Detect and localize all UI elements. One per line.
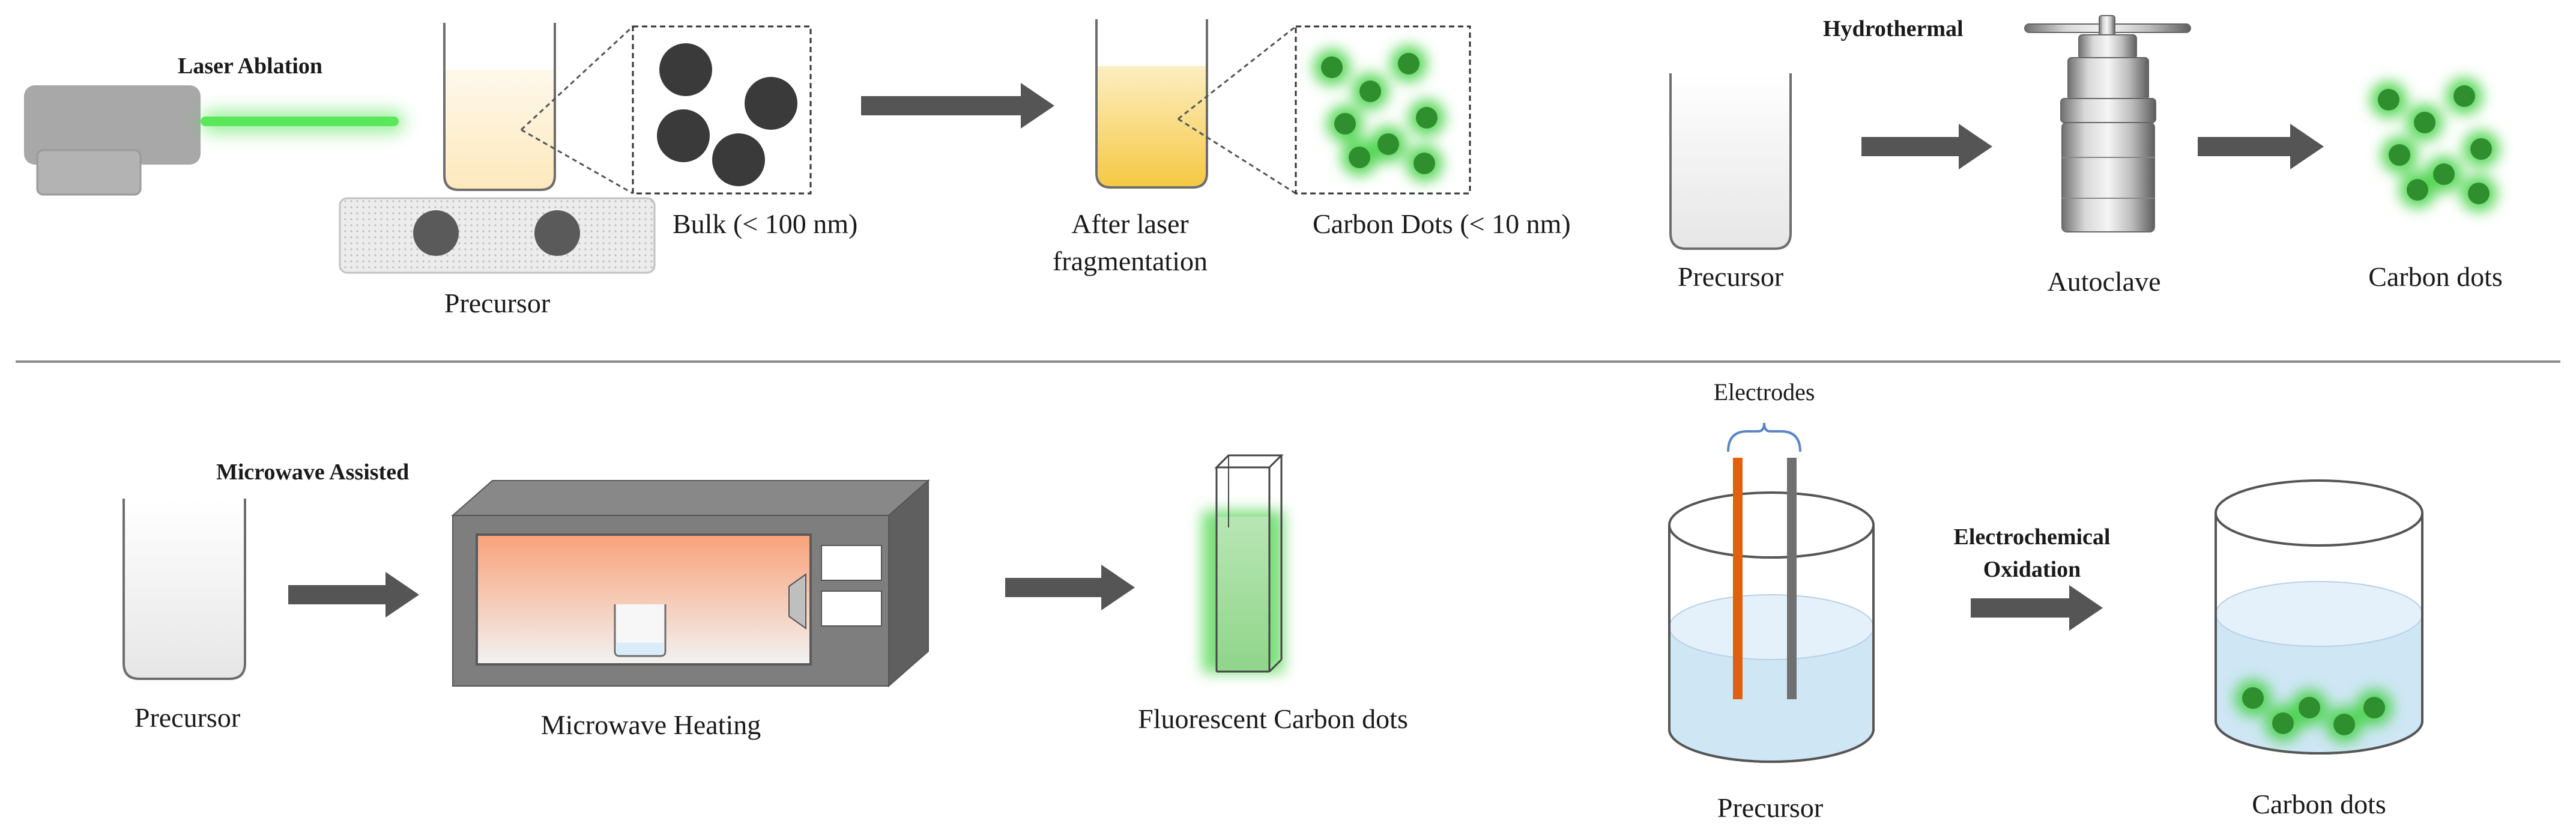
microwave-panel: Microwave Assisted Precursor Microwave H… — [122, 454, 1408, 740]
carbon-dot — [2299, 697, 2320, 718]
substrate-particle — [413, 210, 459, 256]
hydro-precursor-beaker — [1669, 73, 1792, 250]
electro-carbon-dots-label: Carbon dots — [2252, 789, 2386, 819]
micro-precursor-beaker — [122, 499, 246, 680]
fluorescent-carbon-dots-label: Fluorescent Carbon dots — [1138, 703, 1408, 734]
carbon-dot — [1334, 113, 1356, 135]
laser-beam — [201, 111, 405, 133]
carbon-dot — [2470, 138, 2492, 160]
hydro-precursor-label: Precursor — [1678, 261, 1783, 292]
microwave-heating-label: Microwave Heating — [541, 709, 761, 740]
laser-ablation-panel: Laser Ablation Bulk (< 100 nm) Precursor — [24, 19, 1571, 318]
carbon-dot — [1321, 56, 1343, 78]
anode-electrode — [1733, 458, 1743, 699]
arrow-laser-fragmentation — [861, 83, 1054, 129]
laser-carbon-dots-label: Carbon Dots (< 10 nm) — [1313, 208, 1571, 239]
substrate-particle — [534, 210, 580, 256]
autoclave-label: Autoclave — [2047, 266, 2160, 297]
laser-ablation-title: Laser Ablation — [178, 53, 322, 79]
electro-carbon-dots — [2235, 680, 2392, 742]
micro-precursor-label: Precursor — [135, 702, 240, 733]
bulk-particle — [712, 133, 765, 186]
electrolysis-cell — [1668, 491, 1875, 763]
carbon-dot — [2468, 183, 2490, 204]
microwave-control-button — [821, 591, 882, 627]
microwave-title: Microwave Assisted — [216, 460, 409, 485]
autoclave-icon — [2024, 15, 2191, 232]
carbon-dot — [2433, 163, 2455, 185]
electrodes-label: Electrodes — [1714, 378, 1815, 405]
carbon-dot — [1416, 107, 1438, 129]
laser-device — [24, 85, 201, 196]
carbon-dot — [2407, 179, 2428, 201]
carbon-dot — [2454, 85, 2475, 107]
carbon-dot — [2242, 687, 2264, 709]
bulk-particle — [659, 43, 712, 96]
laser-precursor-label: Precursor — [444, 288, 550, 318]
arrow-to-fluorescent — [1005, 565, 1135, 610]
carbon-dot — [2414, 112, 2435, 133]
carbon-dot — [1359, 80, 1381, 102]
bulk-particle — [745, 77, 797, 130]
carbon-dots-zoom-box — [1295, 25, 1471, 195]
hydro-carbon-dots — [2371, 78, 2499, 211]
carbon-dot — [2389, 144, 2410, 166]
bulk-label: Bulk (< 100 nm) — [673, 208, 857, 239]
precursor-substrate — [339, 197, 656, 274]
after-fragmentation-label-line1: After laser — [1071, 208, 1188, 239]
microwave-control-button — [821, 545, 882, 581]
electrochemical-title-line1: Electrochemical — [1954, 524, 2111, 550]
fluorescent-cuvette — [1202, 454, 1284, 673]
arrow-electrochemical — [1971, 585, 2103, 631]
laser-carbon-dots — [1314, 46, 1445, 181]
hydrothermal-title: Hydrothermal — [1823, 16, 1964, 41]
electrochemical-panel: Electrodes Precursor Electrochemical Oxi… — [1668, 378, 2423, 823]
microwave-oven — [451, 479, 930, 688]
carbon-dot — [1377, 133, 1399, 155]
arrow-to-autoclave — [1861, 124, 1992, 169]
hydro-carbon-dots-label: Carbon dots — [2368, 261, 2503, 292]
electrochemical-title-line2: Oxidation — [1983, 557, 2081, 582]
carbon-dot — [1349, 147, 1370, 168]
after-fragmentation-label-line2: fragmentation — [1053, 246, 1208, 276]
arrow-to-carbon-dots — [2198, 124, 2324, 169]
carbon-dot — [2363, 697, 2385, 718]
carbon-dot — [2333, 714, 2355, 735]
bulk-particle — [657, 109, 710, 162]
cathode-electrode — [1787, 458, 1797, 699]
carbon-dot — [2272, 712, 2294, 734]
carbon-dot — [1398, 53, 1420, 74]
carbon-dot — [1413, 153, 1435, 174]
hydrothermal-panel: Hydrothermal Precursor Autoclave — [1669, 15, 2503, 297]
electrodes-bracket — [1727, 422, 1801, 452]
arrow-to-microwave — [288, 572, 419, 618]
electro-precursor-label: Precursor — [1717, 792, 1823, 823]
carbon-dot — [2378, 89, 2399, 111]
